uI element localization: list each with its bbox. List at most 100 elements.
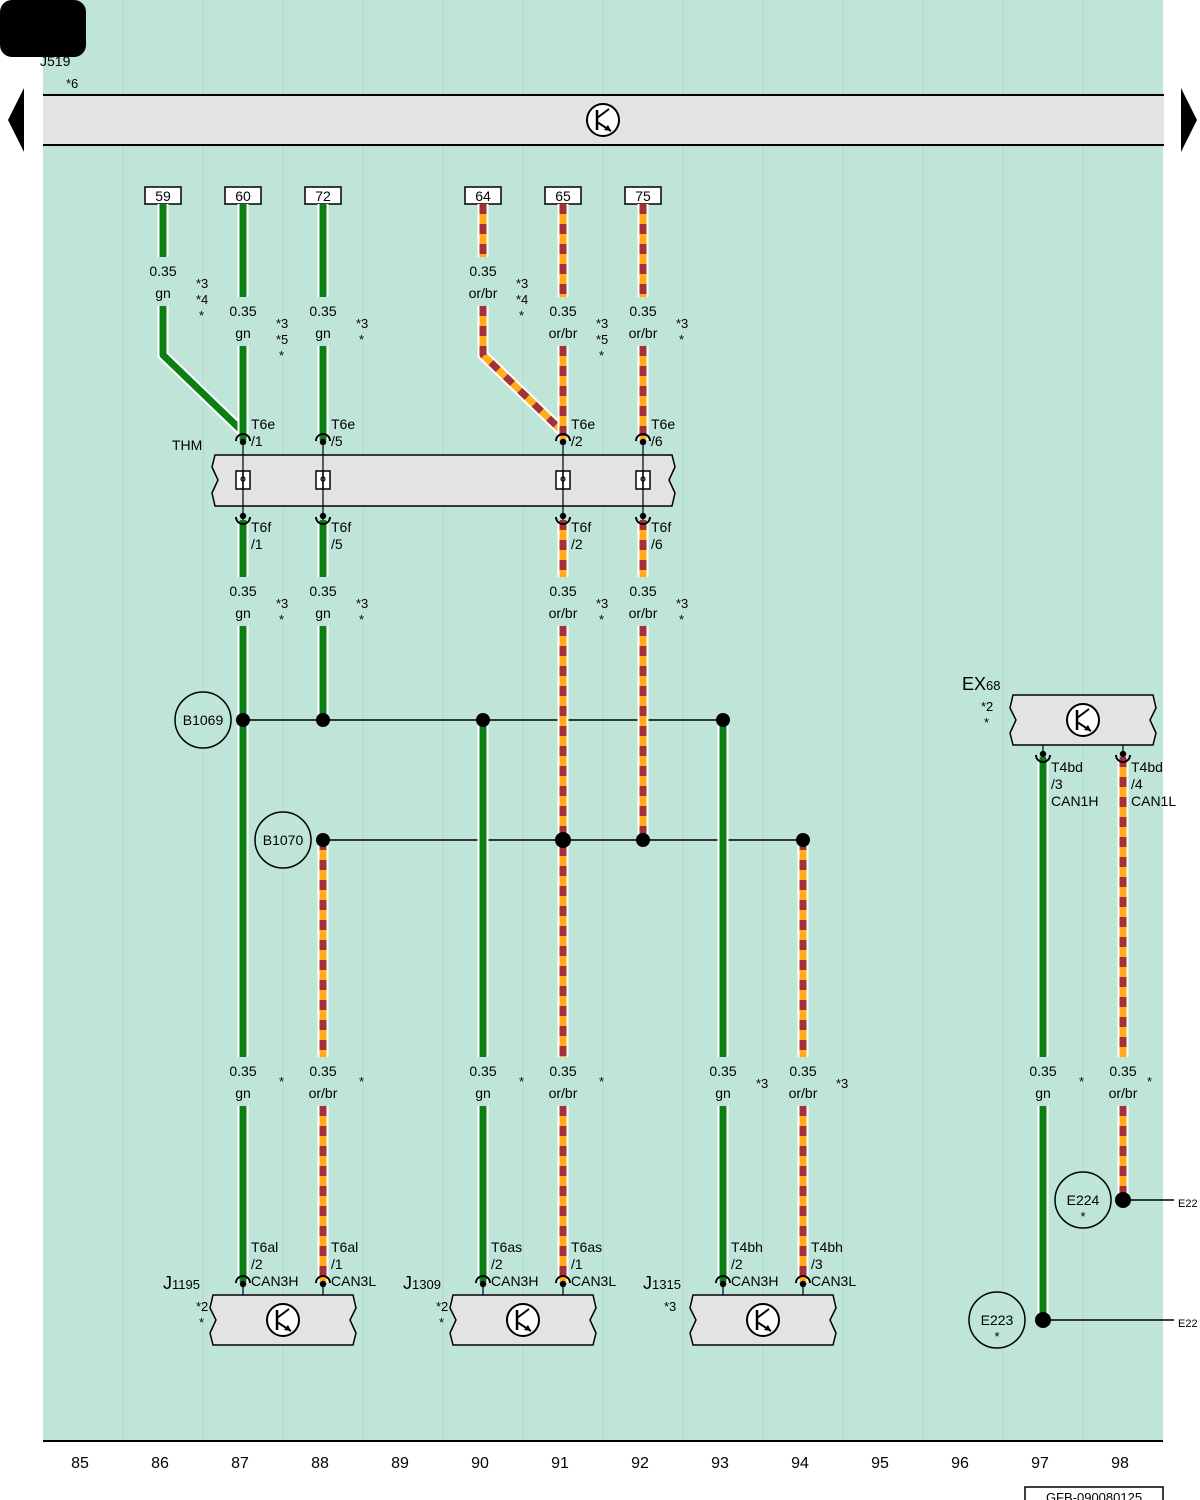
svg-text:/5: /5 (331, 536, 343, 552)
svg-text:*: * (1147, 1074, 1152, 1089)
svg-text:gn: gn (475, 1085, 491, 1101)
svg-text:CAN3L: CAN3L (571, 1273, 616, 1289)
svg-text:0.35: 0.35 (629, 583, 656, 599)
splice-b1070: B1070 (254, 811, 312, 869)
svg-text:90: 90 (471, 1455, 489, 1472)
control-unit-icon (505, 1302, 541, 1338)
svg-text:/1: /1 (331, 1256, 343, 1272)
svg-text:*: * (679, 612, 684, 627)
svg-text:0.35: 0.35 (229, 583, 256, 599)
svg-text:or/br: or/br (1109, 1085, 1138, 1101)
svg-text:CAN1L: CAN1L (1131, 793, 1176, 809)
svg-text:T4bd: T4bd (1131, 759, 1163, 775)
e224-reference[interactable]: E22 (1178, 1198, 1198, 1210)
svg-text:0.35: 0.35 (709, 1063, 736, 1079)
svg-text:0.35: 0.35 (629, 303, 656, 319)
svg-text:89: 89 (391, 1455, 409, 1472)
svg-text:88: 88 (311, 1455, 329, 1472)
svg-text:0.35: 0.35 (1029, 1063, 1056, 1079)
svg-text:*4: *4 (196, 292, 208, 307)
j519-note: *6 (66, 76, 78, 91)
pin-64: 64 (475, 188, 491, 204)
svg-text:*5: *5 (276, 332, 288, 347)
t6f-labels: T6f/1 T6f/5 T6f/2 T6f/6 (251, 519, 671, 552)
svg-text:T4bd: T4bd (1051, 759, 1083, 775)
svg-text:*3: *3 (676, 596, 688, 611)
svg-text:E224: E224 (1067, 1192, 1100, 1208)
j519-module (43, 94, 1164, 146)
svg-text:or/br: or/br (549, 605, 578, 621)
svg-text:/3: /3 (1051, 776, 1063, 792)
svg-text:*3: *3 (836, 1076, 848, 1091)
svg-text:*: * (199, 308, 204, 323)
pin-65: 65 (555, 188, 571, 204)
svg-text:T4bh: T4bh (811, 1239, 843, 1255)
pin-60: 60 (235, 188, 251, 204)
svg-text:/5: /5 (331, 433, 343, 449)
svg-text:gn: gn (235, 1085, 251, 1101)
t6e-labels: T6e/1 T6e/5 T6e/2 T6e/6 (251, 416, 675, 449)
module-j1195 (209, 1275, 357, 1346)
svg-text:*: * (1079, 1074, 1084, 1089)
svg-text:T6f: T6f (651, 519, 671, 535)
svg-text:CAN3L: CAN3L (331, 1273, 376, 1289)
svg-text:T6e: T6e (331, 416, 355, 432)
svg-text:*3: *3 (356, 316, 368, 331)
svg-text:/2: /2 (251, 1256, 263, 1272)
svg-text:CAN3H: CAN3H (731, 1273, 778, 1289)
svg-text:*3: *3 (276, 596, 288, 611)
next-page-arrow-icon[interactable] (1181, 88, 1197, 152)
svg-text:/2: /2 (571, 433, 583, 449)
pin-75: 75 (635, 188, 651, 204)
svg-text:CAN1H: CAN1H (1051, 793, 1098, 809)
svg-text:B1070: B1070 (263, 832, 304, 848)
svg-text:*: * (359, 332, 364, 347)
svg-text:*3: *3 (276, 316, 288, 331)
pin-72: 72 (315, 188, 331, 204)
svg-text:or/br: or/br (629, 605, 658, 621)
svg-text:T6f: T6f (571, 519, 591, 535)
svg-text:*5: *5 (596, 332, 608, 347)
svg-text:92: 92 (631, 1455, 649, 1472)
svg-text:/2: /2 (731, 1256, 743, 1272)
svg-text:or/br: or/br (309, 1085, 338, 1101)
thm-label: THM (172, 437, 202, 453)
svg-text:/3: /3 (811, 1256, 823, 1272)
control-unit-icon (585, 102, 621, 138)
svg-text:*: * (519, 308, 524, 323)
svg-text:gn: gn (315, 325, 331, 341)
svg-text:or/br: or/br (549, 325, 578, 341)
svg-text:T6f: T6f (251, 519, 271, 535)
wire-64-orbr (477, 204, 567, 436)
module-j1309 (449, 1275, 597, 1346)
svg-text:/2: /2 (571, 536, 583, 552)
svg-text:*: * (519, 1074, 524, 1089)
svg-text:*3: *3 (756, 1076, 768, 1091)
svg-text:*: * (279, 1074, 284, 1089)
svg-text:85: 85 (71, 1455, 89, 1472)
wire-59-gn (157, 204, 247, 436)
svg-text:gn: gn (715, 1085, 731, 1101)
svg-text:*: * (599, 348, 604, 363)
svg-text:*: * (359, 612, 364, 627)
svg-text:gn: gn (235, 605, 251, 621)
j519-label: J519 (40, 53, 71, 69)
svg-text:or/br: or/br (789, 1085, 818, 1101)
splice-b1069: B1069 (174, 691, 232, 749)
svg-text:*: * (279, 348, 284, 363)
svg-text:0.35: 0.35 (309, 1063, 336, 1079)
svg-text:*3: *3 (596, 316, 608, 331)
svg-text:*3: *3 (516, 276, 528, 291)
svg-text:0.35: 0.35 (549, 1063, 576, 1079)
svg-text:T6as: T6as (491, 1239, 522, 1255)
previous-page-arrow-icon[interactable] (8, 88, 24, 152)
svg-text:0.35: 0.35 (469, 263, 496, 279)
e223-reference[interactable]: E22 (1178, 1318, 1198, 1330)
column-numbers: 85 86 87 88 89 90 91 92 93 94 95 96 97 9… (71, 1455, 1129, 1472)
svg-text:CAN3H: CAN3H (491, 1273, 538, 1289)
svg-text:*2: *2 (436, 1299, 448, 1314)
svg-text:0.35: 0.35 (549, 303, 576, 319)
svg-text:/4: /4 (1131, 776, 1143, 792)
